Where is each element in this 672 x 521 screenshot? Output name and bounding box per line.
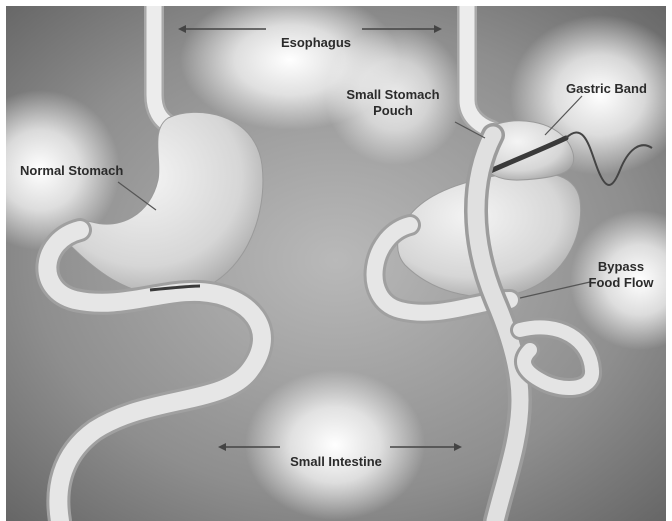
normal-stomach-label: Normal Stomach [20, 163, 123, 179]
bypass-food-flow-label: Bypass Food Flow [586, 259, 656, 291]
top-border [0, 0, 672, 6]
esophagus-label: Esophagus [268, 35, 364, 51]
small-intestine-label: Small Intestine [280, 454, 392, 470]
right-border [666, 0, 672, 521]
small-stomach-pouch-label: Small Stomach Pouch [334, 87, 452, 119]
glow-bottom [245, 370, 425, 520]
left-border [0, 0, 6, 521]
gastric-band-label: Gastric Band [566, 81, 647, 97]
